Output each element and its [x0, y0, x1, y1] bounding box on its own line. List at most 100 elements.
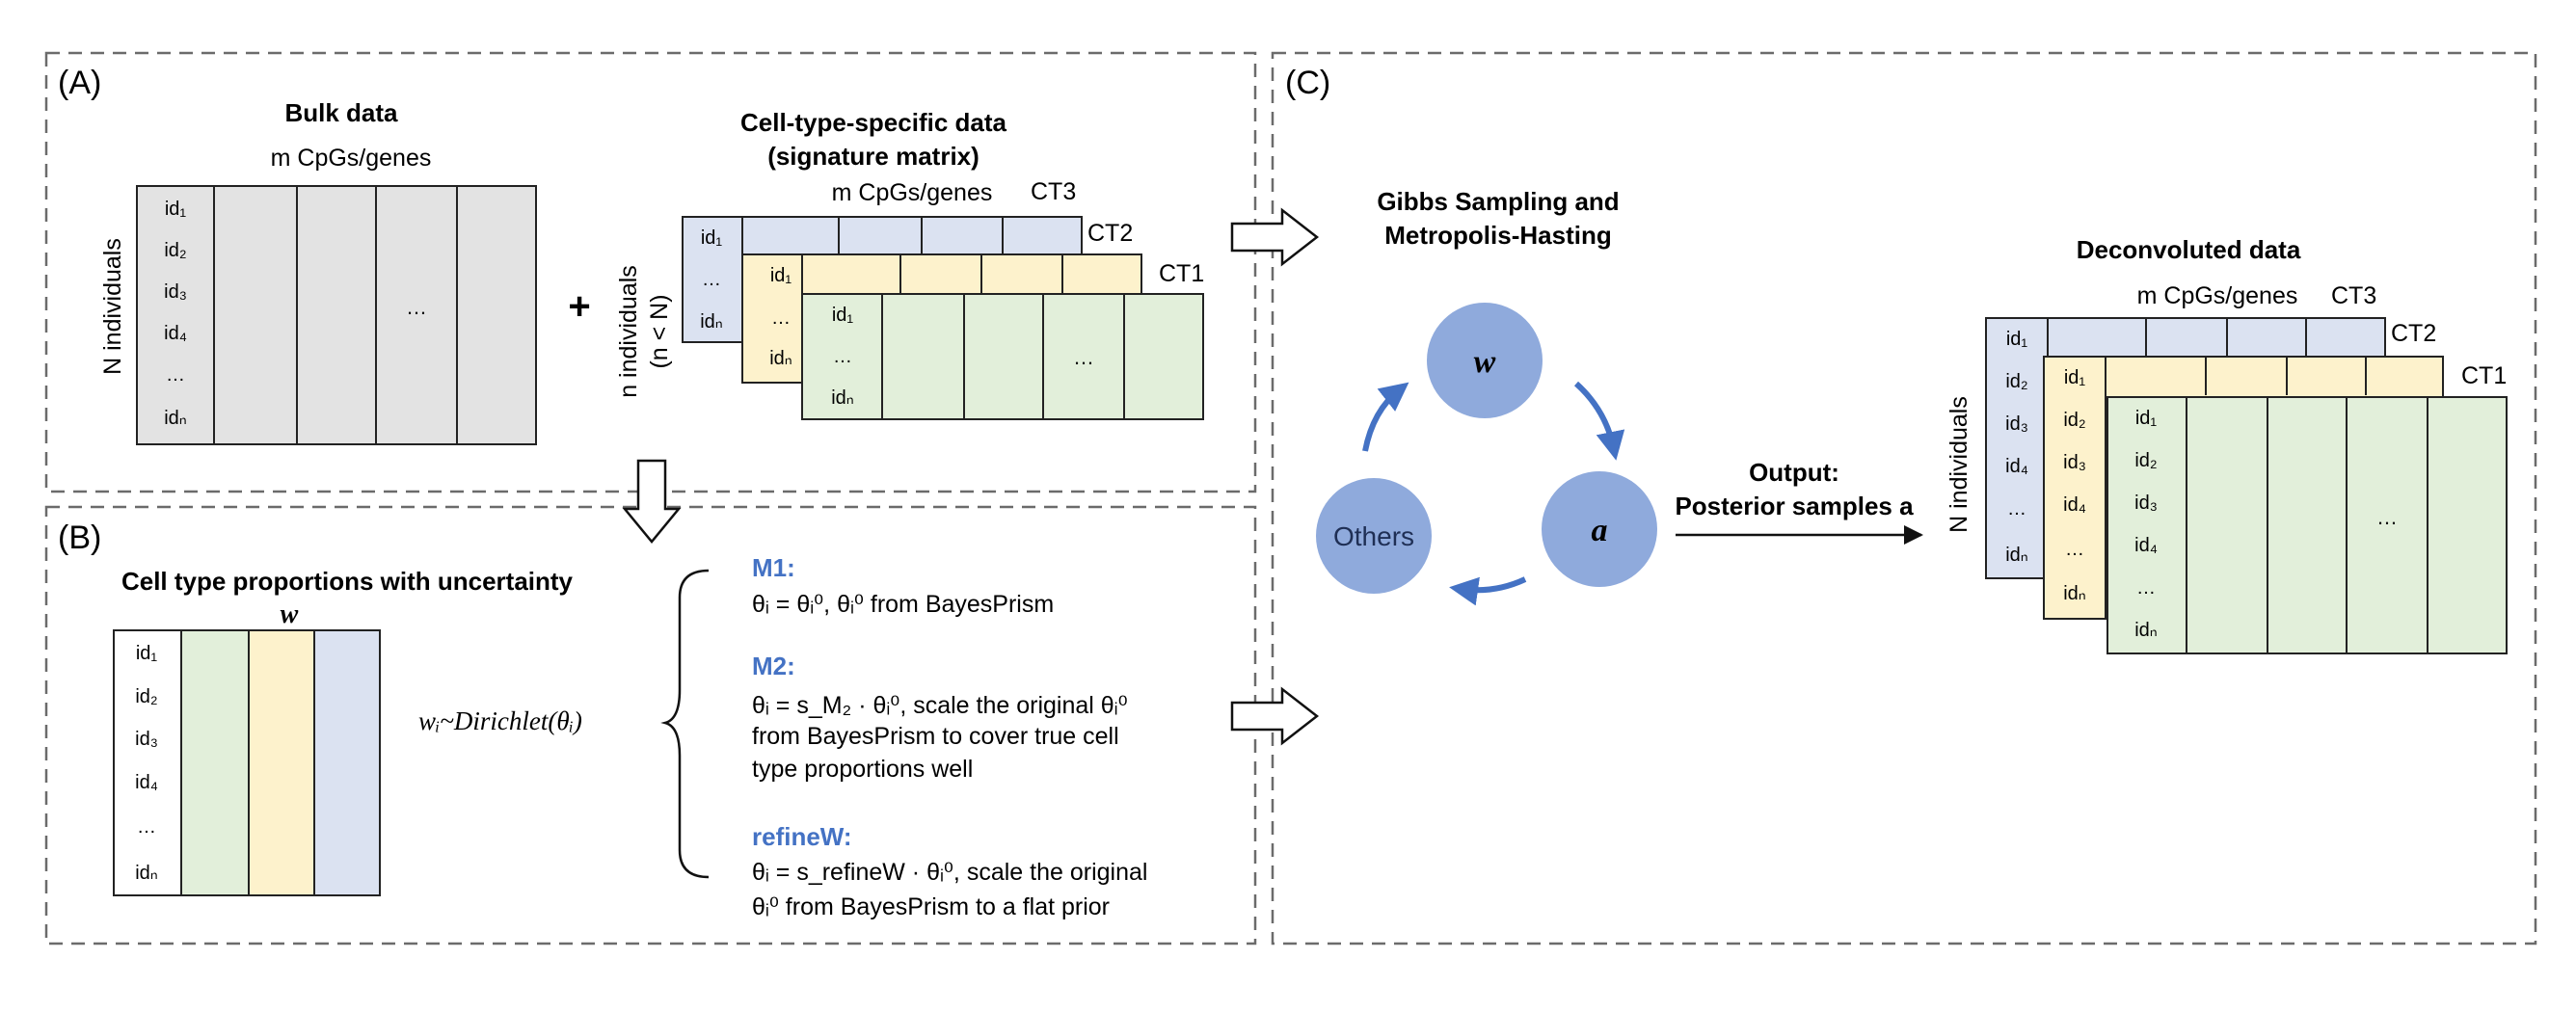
proportion-title: Cell type proportions with uncertainty [121, 567, 574, 596]
decon-ct2-id: idₙ [2063, 583, 2086, 604]
m1-description: θᵢ = θᵢ⁰, θᵢ⁰ from BayesPrism [752, 591, 1054, 618]
decon-ct3-id: id₃ [2005, 413, 2028, 435]
node-a-label: a [1592, 513, 1608, 548]
ct2-id: idₙ [769, 348, 792, 369]
ct1-layer [801, 293, 1204, 420]
gibbs-subtitle: Metropolis-Hasting [1384, 221, 1611, 250]
decon-ct2-id: id₂ [2063, 410, 2085, 431]
decon-ct1-id: id₃ [2134, 493, 2158, 514]
bulk-id: … [166, 364, 185, 386]
ct1-id: id₁ [832, 305, 854, 326]
dirichlet-formula: wᵢ~Dirichlet(θᵢ) [418, 706, 582, 735]
cycle-arrow-others-to-w [1362, 382, 1409, 452]
ct1-ellipsis: … [1073, 345, 1094, 369]
signature-title: Cell-type-specific data [740, 108, 1007, 137]
m1-title: M1: [752, 553, 795, 582]
node-w-label: w [1474, 344, 1496, 380]
decon-ct1-id: id₂ [2134, 450, 2157, 471]
decon-ylabel: N individuals [1945, 396, 1972, 533]
model-brace [660, 569, 710, 879]
decon-ct3-id: idₙ [2005, 545, 2028, 566]
decon-ct3-id: id₂ [2005, 371, 2027, 392]
decon-ct1-ellipsis: … [2376, 505, 2398, 529]
bulk-matrix-body [136, 185, 537, 445]
decon-ct1-id: id₄ [2134, 535, 2158, 556]
decon-ct1-id: idₙ [2134, 620, 2158, 641]
proportion-id: idₙ [135, 863, 158, 884]
ct1-id: … [833, 346, 852, 367]
node-a [1542, 471, 1657, 587]
ct3-id: idₙ [700, 311, 723, 333]
node-others-label: Others [1333, 521, 1414, 551]
proportion-matrix: Cell type proportions with uncertainty w… [113, 567, 574, 896]
block-arrow-right-a-to-c [1230, 207, 1320, 267]
m2-description-line: θᵢ = s_M₂ · θᵢ⁰, scale the original θᵢ⁰ [752, 692, 1128, 719]
proportion-w-symbol: w [281, 599, 299, 629]
ct2-id: … [771, 307, 791, 329]
block-arrow-right-b-to-c [1230, 686, 1320, 746]
output-description: Posterior samples a [1675, 492, 1914, 520]
ct3-label: CT3 [1031, 178, 1076, 205]
decon-ct3-id: id₁ [2006, 329, 2028, 350]
decon-features-label: m CpGs/genes [2137, 282, 2298, 309]
proportion-id: id₂ [135, 686, 157, 707]
signature-ylabel: n individuals [615, 265, 642, 398]
panel-c-frame [1271, 51, 2537, 945]
proportion-id: id₃ [135, 729, 158, 750]
refinew-description-line: θᵢ⁰ from BayesPrism to a flat prior [752, 893, 1110, 920]
decon-ct2-id: id₃ [2063, 452, 2086, 473]
cycle-arrow-w-to-a [1573, 381, 1625, 461]
bulk-id: id₂ [164, 240, 186, 261]
decon-ct1-id: id₁ [2135, 408, 2158, 429]
node-others [1316, 478, 1432, 594]
panel-c-label: (C) [1285, 65, 1330, 101]
ct2-label: CT2 [1087, 220, 1133, 247]
plus-sign: + [568, 285, 590, 328]
proportion-id: id₄ [135, 772, 158, 793]
proportion-id-column [113, 629, 182, 896]
bulk-ylabel: N individuals [99, 238, 126, 375]
refinew-title: refineW: [752, 822, 852, 851]
proportion-id: … [137, 816, 156, 838]
bulk-data-matrix: Bulk data m CpGs/genes N individuals id₁… [99, 98, 537, 445]
output-label: Output: [1749, 458, 1839, 487]
bulk-id: idₙ [164, 408, 187, 429]
signature-ylabel-note: (n < N) [646, 294, 673, 368]
node-w [1427, 303, 1543, 418]
sampling-cycle: w a Others [1316, 303, 1657, 606]
signature-features-label: m CpGs/genes [832, 179, 993, 206]
decon-ct2-label: CT2 [2391, 320, 2436, 347]
gibbs-title: Gibbs Sampling and [1377, 187, 1619, 216]
signature-matrix: Cell-type-specific data (signature matri… [615, 108, 1204, 420]
cycle-arrow-a-to-others [1449, 576, 1527, 606]
bulk-id: id₃ [164, 281, 187, 303]
decon-ct2-id: id₄ [2063, 494, 2086, 516]
ct1-id: idₙ [831, 387, 854, 409]
m2-title: M2: [752, 652, 795, 680]
decon-ct3-label: CT3 [2331, 282, 2376, 309]
proportion-ct3-column [313, 629, 381, 896]
decon-ct2-id: … [2065, 539, 2084, 560]
decon-ct3-id: id₄ [2005, 456, 2028, 477]
bulk-id: id₁ [165, 199, 187, 220]
block-arrow-down-a-to-b [622, 459, 682, 544]
decon-ct2-id: id₁ [2064, 367, 2086, 388]
panel-a-label: (A) [58, 65, 101, 101]
ct3-id: id₁ [701, 227, 723, 249]
decon-ct1-id: … [2136, 577, 2156, 599]
bulk-ellipsis: … [406, 295, 427, 319]
decon-ct3-id: … [2007, 498, 2026, 519]
bulk-features-label: m CpGs/genes [271, 145, 432, 172]
panel-b-label: (B) [58, 519, 101, 556]
proportion-ct1-column [180, 629, 250, 896]
decon-ct1-layer [2106, 396, 2508, 654]
ct2-id: id₁ [770, 265, 792, 286]
refinew-description-line: θᵢ = s_refineW · θᵢ⁰, scale the original [752, 859, 1147, 886]
decon-title: Deconvoluted data [2077, 235, 2301, 264]
ct3-id: … [702, 269, 721, 290]
model-options: M1: θᵢ = θᵢ⁰, θᵢ⁰ from BayesPrism M2: θᵢ… [752, 553, 1147, 920]
m2-description-line: type proportions well [752, 756, 973, 783]
m2-description-line: from BayesPrism to cover true cell [752, 723, 1119, 750]
decon-ct1-label: CT1 [2461, 362, 2507, 389]
